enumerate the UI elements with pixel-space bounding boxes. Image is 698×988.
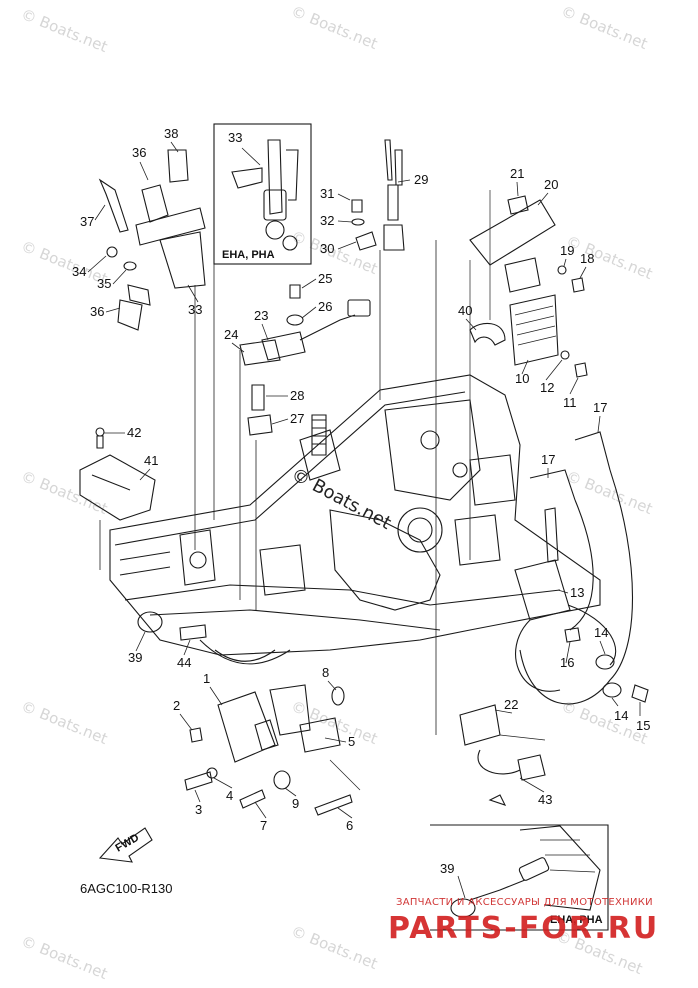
callout-17: 17 bbox=[593, 400, 607, 415]
callout-19: 19 bbox=[560, 243, 574, 258]
callout-14: 14 bbox=[594, 625, 608, 640]
callout-18: 18 bbox=[580, 251, 594, 266]
callout-24: 24 bbox=[224, 327, 238, 342]
callout-9: 9 bbox=[292, 796, 299, 811]
callout-23: 23 bbox=[254, 308, 268, 323]
watermark: © Boats.net bbox=[19, 467, 111, 518]
callout-5: 5 bbox=[348, 734, 355, 749]
callout-1: 1 bbox=[203, 671, 210, 686]
callout-20: 20 bbox=[544, 177, 558, 192]
callout-28: 28 bbox=[290, 388, 304, 403]
callout-10: 10 bbox=[515, 371, 529, 386]
callout-26: 26 bbox=[318, 299, 332, 314]
callout-15: 15 bbox=[636, 718, 650, 733]
fwd-label: FWD bbox=[114, 832, 142, 855]
shop-text: ЗАПЧАСТИ И АКСЕССУАРЫ ДЛЯ МОТОТЕХНИКИ bbox=[396, 897, 653, 908]
callout-14: 14 bbox=[614, 708, 628, 723]
callout-12: 12 bbox=[540, 380, 554, 395]
callout-36: 36 bbox=[132, 145, 146, 160]
callout-38: 38 bbox=[164, 126, 178, 141]
callout-7: 7 bbox=[260, 818, 267, 833]
watermark: © Boats.net bbox=[559, 2, 651, 53]
cdi-unit-assembly bbox=[184, 684, 361, 816]
clamp-assembly bbox=[98, 149, 206, 331]
watermark: © Boats.net bbox=[289, 697, 381, 748]
ignition-coil-assembly bbox=[514, 431, 649, 705]
callout-33: 33 bbox=[188, 302, 202, 317]
callout-36: 36 bbox=[90, 304, 104, 319]
shop-brand: PARTS-FOR.RU bbox=[388, 911, 659, 946]
callout-35: 35 bbox=[97, 276, 111, 291]
callout-4: 4 bbox=[226, 788, 233, 803]
callout-33: 33 bbox=[228, 130, 242, 145]
watermark: © Boats.net bbox=[19, 932, 111, 983]
bracket-41 bbox=[79, 427, 156, 521]
callout-34: 34 bbox=[72, 264, 86, 279]
inset-top-label: EHA, PHA bbox=[222, 249, 275, 261]
center-watermark: © Boats.net bbox=[288, 464, 395, 534]
inset-box-top: EHA, PHA bbox=[213, 123, 312, 265]
connector-assembly bbox=[239, 284, 371, 366]
callout-13: 13 bbox=[570, 585, 584, 600]
watermark: © Boats.net bbox=[19, 5, 111, 56]
callout-42: 42 bbox=[127, 425, 141, 440]
callout-11: 11 bbox=[563, 395, 577, 410]
sensor-assembly bbox=[351, 139, 405, 251]
callout-43: 43 bbox=[538, 792, 552, 807]
watermark: © Boats.net bbox=[564, 232, 656, 283]
engine-block bbox=[109, 374, 601, 665]
callout-6: 6 bbox=[346, 818, 353, 833]
reference-lines bbox=[99, 240, 546, 741]
callout-32: 32 bbox=[320, 213, 334, 228]
watermark: © Boats.net bbox=[289, 2, 381, 53]
callouts: 38 36 37 34 35 36 33 33 31 32 30 29 25 2… bbox=[72, 126, 650, 876]
inset-box-bottom: EHA, PHA bbox=[430, 824, 609, 931]
callout-25: 25 bbox=[318, 271, 332, 286]
callout-29: 29 bbox=[414, 172, 428, 187]
callout-17: 17 bbox=[541, 452, 555, 467]
rectifier-assembly bbox=[469, 190, 588, 400]
watermark: © Boats.net bbox=[19, 697, 111, 748]
callout-22: 22 bbox=[504, 697, 518, 712]
callout-21: 21 bbox=[510, 166, 524, 181]
watermark: © Boats.net bbox=[564, 467, 656, 518]
inset-bottom-label: EHA, PHA bbox=[550, 914, 603, 926]
callout-39: 39 bbox=[440, 861, 454, 876]
diagram-code: 6AGC100-R130 bbox=[80, 881, 173, 896]
callout-44: 44 bbox=[177, 655, 191, 670]
callout-27: 27 bbox=[290, 411, 304, 426]
callout-3: 3 bbox=[195, 802, 202, 817]
callout-2: 2 bbox=[173, 698, 180, 713]
callout-31: 31 bbox=[320, 186, 334, 201]
callout-40: 40 bbox=[458, 303, 472, 318]
misc-small-parts bbox=[137, 384, 546, 806]
callout-30: 30 bbox=[320, 241, 334, 256]
callout-39: 39 bbox=[128, 650, 142, 665]
shop-watermark: ЗАПЧАСТИ И АКСЕССУАРЫ ДЛЯ МОТОТЕХНИКИ PA… bbox=[388, 897, 659, 946]
callout-leaders bbox=[87, 141, 641, 819]
fwd-arrow-icon: FWD bbox=[98, 827, 153, 863]
callout-8: 8 bbox=[322, 665, 329, 680]
callout-16: 16 bbox=[560, 655, 574, 670]
callout-37: 37 bbox=[80, 214, 94, 229]
callout-41: 41 bbox=[144, 453, 158, 468]
watermark: © Boats.net bbox=[289, 922, 381, 973]
